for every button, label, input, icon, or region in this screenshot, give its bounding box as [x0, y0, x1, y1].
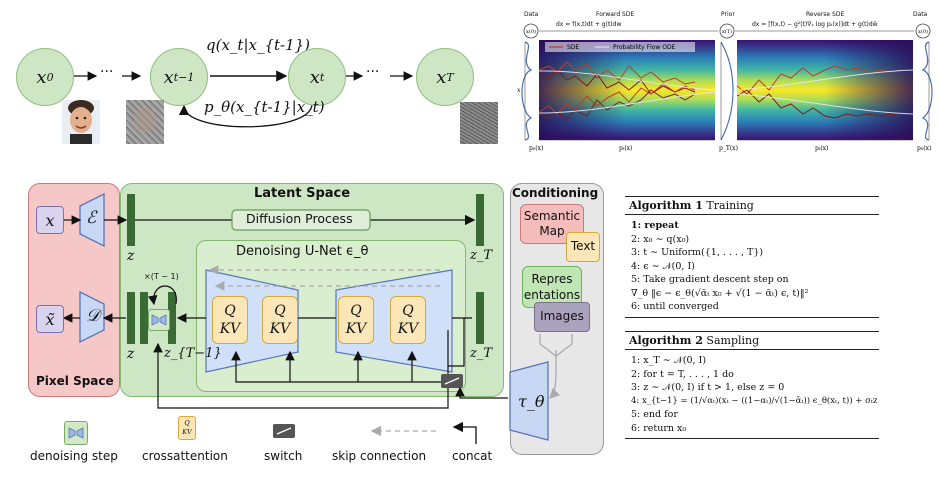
alg1-line: 3: t ∼ Uniform({1, . . . , T}) — [631, 247, 764, 258]
crossattention-block-2: Q KV — [262, 296, 298, 344]
latent-zT-minus-1-label: z_{T−1} — [164, 346, 222, 361]
sde-axis-p0: p₀(x) — [529, 145, 543, 152]
crossattention-block-3: Q KV — [338, 296, 374, 344]
decoder-label: 𝒟 — [86, 306, 100, 326]
sde-prior-label: Prior — [721, 11, 735, 18]
sde-data-right-label: Data — [913, 11, 928, 18]
sde-xT: x(T) — [722, 28, 732, 35]
sde-x0-left: x(0) — [526, 28, 536, 35]
algorithm-2-title: Algorithm 2 Sampling — [625, 331, 879, 350]
legend-denoising-step: denoising step — [30, 449, 118, 463]
ellipsis-left: ··· — [100, 64, 114, 80]
ellipsis-right: ··· — [366, 64, 380, 80]
denoising-step-glyph — [151, 314, 167, 326]
alg1-line: 5: Take gradient descent step on — [631, 274, 789, 285]
sde-x0-right: x(0) — [918, 28, 928, 35]
node-x0: x0x0 — [16, 48, 74, 106]
conditioning-label: Conditioning — [512, 186, 599, 200]
face-image — [62, 100, 100, 144]
cond-semantic-map: Semantic Map — [520, 204, 584, 244]
legend-switch: switch — [264, 449, 303, 463]
latent-z-bottom-label: z — [127, 346, 135, 362]
loop-count-label: ×(T − 1) — [144, 272, 179, 281]
tau-theta-label: τ_θ — [518, 392, 545, 411]
sde-legend-pf: Probability Flow ODE — [613, 44, 676, 51]
forward-transition-label: q(x_t|x_{t-1}) — [206, 36, 311, 54]
sde-plot: x(0) x(T) x(0) SDE — [517, 23, 933, 152]
sde-data-left-label: Data — [524, 11, 539, 18]
alg2-line: 6: return x₀ — [631, 422, 687, 434]
alg1-line: 2: x₀ ∼ q(x₀) — [631, 233, 690, 245]
noisy-face-image — [126, 100, 164, 144]
sde-forward-label: Forward SDE — [596, 11, 635, 18]
latent-zT-bottom-label: z_T — [470, 346, 493, 361]
denoising-step-icon — [148, 309, 170, 331]
legend-denoising-step-glyph — [68, 427, 84, 439]
reverse-transition-label: p_θ(x_{t-1}|x_t) — [204, 98, 325, 116]
crossattention-block-1: Q KV — [212, 296, 248, 344]
encoder-label: ℰ — [86, 208, 97, 228]
cond-images: Images — [534, 302, 590, 332]
alg2-line: 3: z ∼ 𝒩(0, I) if t > 1, else z = 0 — [631, 382, 785, 393]
algorithm-2-body: 1: x_T ∼ 𝒩(0, I) 2: for t = T, . . . , 1… — [625, 350, 879, 439]
alg1-line: 6: until converged — [631, 301, 719, 312]
sde-axis-p0-right: p₀(x) — [917, 145, 931, 152]
alg2-line: 5: end for — [631, 409, 678, 420]
sde-axis-pt: pₜ(x) — [619, 145, 632, 152]
legend-skip-connection: skip connection — [332, 449, 427, 463]
algorithm-2-box: Algorithm 2 Sampling 1: x_T ∼ 𝒩(0, I) 2:… — [625, 331, 879, 439]
sde-reverse-eq: dx = [f(x,t) − g²(t)∇ₓ log pₜ(x)]dt + g(… — [752, 21, 878, 28]
algorithm-1-body: 1: repeat 2: x₀ ∼ q(x₀) 3: t ∼ Uniform({… — [625, 215, 879, 318]
cond-representations: Repres entations — [522, 266, 582, 308]
legend-denoising-step-icon — [64, 421, 88, 445]
legend-concat: concat — [452, 449, 493, 463]
alg1-line: 1: repeat — [631, 220, 679, 231]
legend-crossattention-icon: Q KV — [178, 416, 196, 440]
diffusion-process-label: Diffusion Process — [246, 211, 353, 226]
crossattention-block-4: Q KV — [390, 296, 426, 344]
alg2-line: 1: x_T ∼ 𝒩(0, I) — [631, 355, 707, 366]
sde-axis-pt2: pₜ(x) — [815, 145, 828, 152]
output-x-tilde-box: x̃ — [36, 305, 64, 333]
sde-forward-eq: dx = f(x,t)dt + g(t)dw — [556, 21, 622, 28]
pure-noise-image — [460, 102, 498, 144]
alg2-line: 2: for t = T, . . . , 1 do — [631, 368, 734, 380]
legend-crossattention: crossattention — [142, 449, 228, 463]
alg1-line: ∇_θ ‖ϵ − ϵ_θ(√ᾱₜ x₀ + √(1 − ᾱₜ) ϵ, t)‖² — [631, 287, 809, 299]
sde-reverse-label: Reverse SDE — [806, 11, 845, 18]
cond-text: Text — [566, 232, 600, 262]
alg1-line: 4: ϵ ∼ 𝒩(0, I) — [631, 260, 695, 272]
algorithm-1-title: Algorithm 1 Training — [625, 196, 879, 215]
face-image-drawing — [62, 100, 100, 144]
latent-space-label: Latent Space — [254, 186, 351, 201]
unet-label: Denoising U-Net ϵ_θ — [236, 244, 369, 259]
pixel-space-label: Pixel Space — [36, 374, 114, 388]
sde-axis-pT: p_T(x) — [719, 145, 738, 152]
alg2-line: 4: x_{t−1} = (1/√αₜ)(xₜ − ((1−αₜ)/√(1−ᾱₜ… — [631, 395, 878, 406]
latent-zT-label: z_T — [470, 248, 493, 263]
latent-z-label: z — [127, 248, 135, 264]
algorithm-1-box: Algorithm 1 Training 1: repeat 2: x₀ ∼ q… — [625, 196, 879, 318]
input-x-box: x — [36, 206, 64, 234]
noisy-face-overlay — [134, 107, 156, 133]
sde-legend-sde: SDE — [567, 44, 579, 51]
sde-y-axis: x — [517, 87, 521, 94]
